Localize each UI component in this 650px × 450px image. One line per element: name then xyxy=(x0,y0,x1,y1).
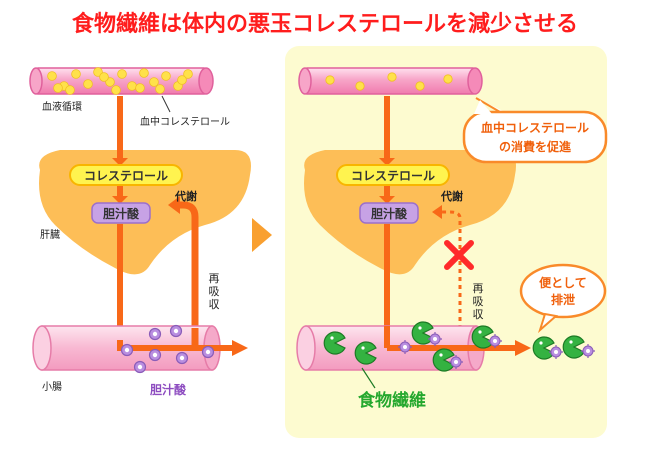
blood-circulation-label: 血液循環 xyxy=(42,100,82,113)
bile-acid-label-left: 胆汁酸 xyxy=(103,206,140,221)
metabolism-label-right: 代謝 xyxy=(440,189,463,203)
cholesterol-particle-icon xyxy=(387,72,397,82)
cholesterol-particle-icon xyxy=(111,85,121,95)
reabsorption-label-left: 再吸収 xyxy=(209,272,220,311)
cross-icon xyxy=(444,240,474,270)
cholesterol-box-left xyxy=(69,164,183,186)
callout-excrete: 便として 排泄 xyxy=(519,263,607,334)
svg-text:再: 再 xyxy=(473,282,484,295)
cholesterol-particle-icon xyxy=(183,69,193,79)
metabolism-label-left: 代謝 xyxy=(174,189,197,203)
callout-promote-line1: 血中コレステロール xyxy=(481,120,589,135)
small-intestine-label: 小腸 xyxy=(42,381,62,393)
svg-text:再: 再 xyxy=(209,272,220,285)
cholesterol-particle-icon xyxy=(177,75,187,85)
callout-promote-line2: の消費を促進 xyxy=(499,139,572,154)
cholesterol-particle-icon xyxy=(127,81,137,91)
callout-excrete-line2: 排泄 xyxy=(551,292,575,307)
callout-promote-consumption: 血中コレステロール の消費を促進 xyxy=(462,97,608,164)
cholesterol-box-right xyxy=(336,164,450,186)
dietary-fiber-label: 食物繊維 xyxy=(358,390,426,411)
cholesterol-label-right: コレステロール xyxy=(351,169,435,183)
left-diagram: コレステロール 胆汁酸 xyxy=(29,67,251,397)
bile-acid-box-left xyxy=(91,202,151,224)
cholesterol-particle-icon xyxy=(161,71,171,81)
blood-vessel-right xyxy=(298,67,483,95)
bile-acid-label-bottom: 胆汁酸 xyxy=(150,382,187,397)
cholesterol-particle-icon xyxy=(443,74,453,84)
cholesterol-particle-icon xyxy=(355,81,365,91)
reabsorption-arrow-left xyxy=(178,201,199,340)
cholesterol-particles-left xyxy=(47,67,193,95)
cholesterol-particle-icon xyxy=(83,79,93,89)
cholesterol-particle-icon xyxy=(149,77,159,87)
cholesterol-particle-icon xyxy=(65,85,75,95)
svg-text:収: 収 xyxy=(209,298,220,311)
cholesterol-label-left: コレステロール xyxy=(84,169,168,183)
cholesterol-particles-right xyxy=(325,72,453,91)
cholesterol-particle-icon xyxy=(117,69,127,79)
cholesterol-particle-icon xyxy=(415,81,425,91)
blood-vessel-left xyxy=(29,67,214,95)
cholesterol-particle-icon xyxy=(155,84,165,94)
cholesterol-particle-icon xyxy=(71,69,81,79)
svg-text:吸: 吸 xyxy=(473,295,484,308)
cholesterol-particle-icon xyxy=(139,68,149,78)
bile-acid-label-right: 胆汁酸 xyxy=(371,206,408,221)
exit-arrow-head-left xyxy=(232,340,248,356)
blood-cholesterol-label-left: 血中コレステロール xyxy=(140,115,230,128)
bile-acid-box-right xyxy=(359,202,419,224)
cholesterol-particle-icon xyxy=(53,83,63,93)
liver-label: 肝臓 xyxy=(40,229,60,241)
right-diagram: コレステロール 胆汁酸 代謝 xyxy=(296,67,608,411)
cholesterol-particle-icon xyxy=(135,83,145,93)
svg-text:収: 収 xyxy=(473,308,484,321)
reabsorption-label-right: 再吸収 xyxy=(473,282,484,321)
cholesterol-particle-icon xyxy=(99,72,109,82)
svg-text:吸: 吸 xyxy=(209,285,220,298)
callout-excrete-line1: 便として xyxy=(539,275,587,290)
page-title: 食物繊維は体内の悪玉コレステロールを減少させる xyxy=(71,12,578,37)
cholesterol-particle-icon xyxy=(325,75,335,85)
transition-arrow-icon xyxy=(252,218,272,252)
cholesterol-particle-icon xyxy=(47,71,57,81)
